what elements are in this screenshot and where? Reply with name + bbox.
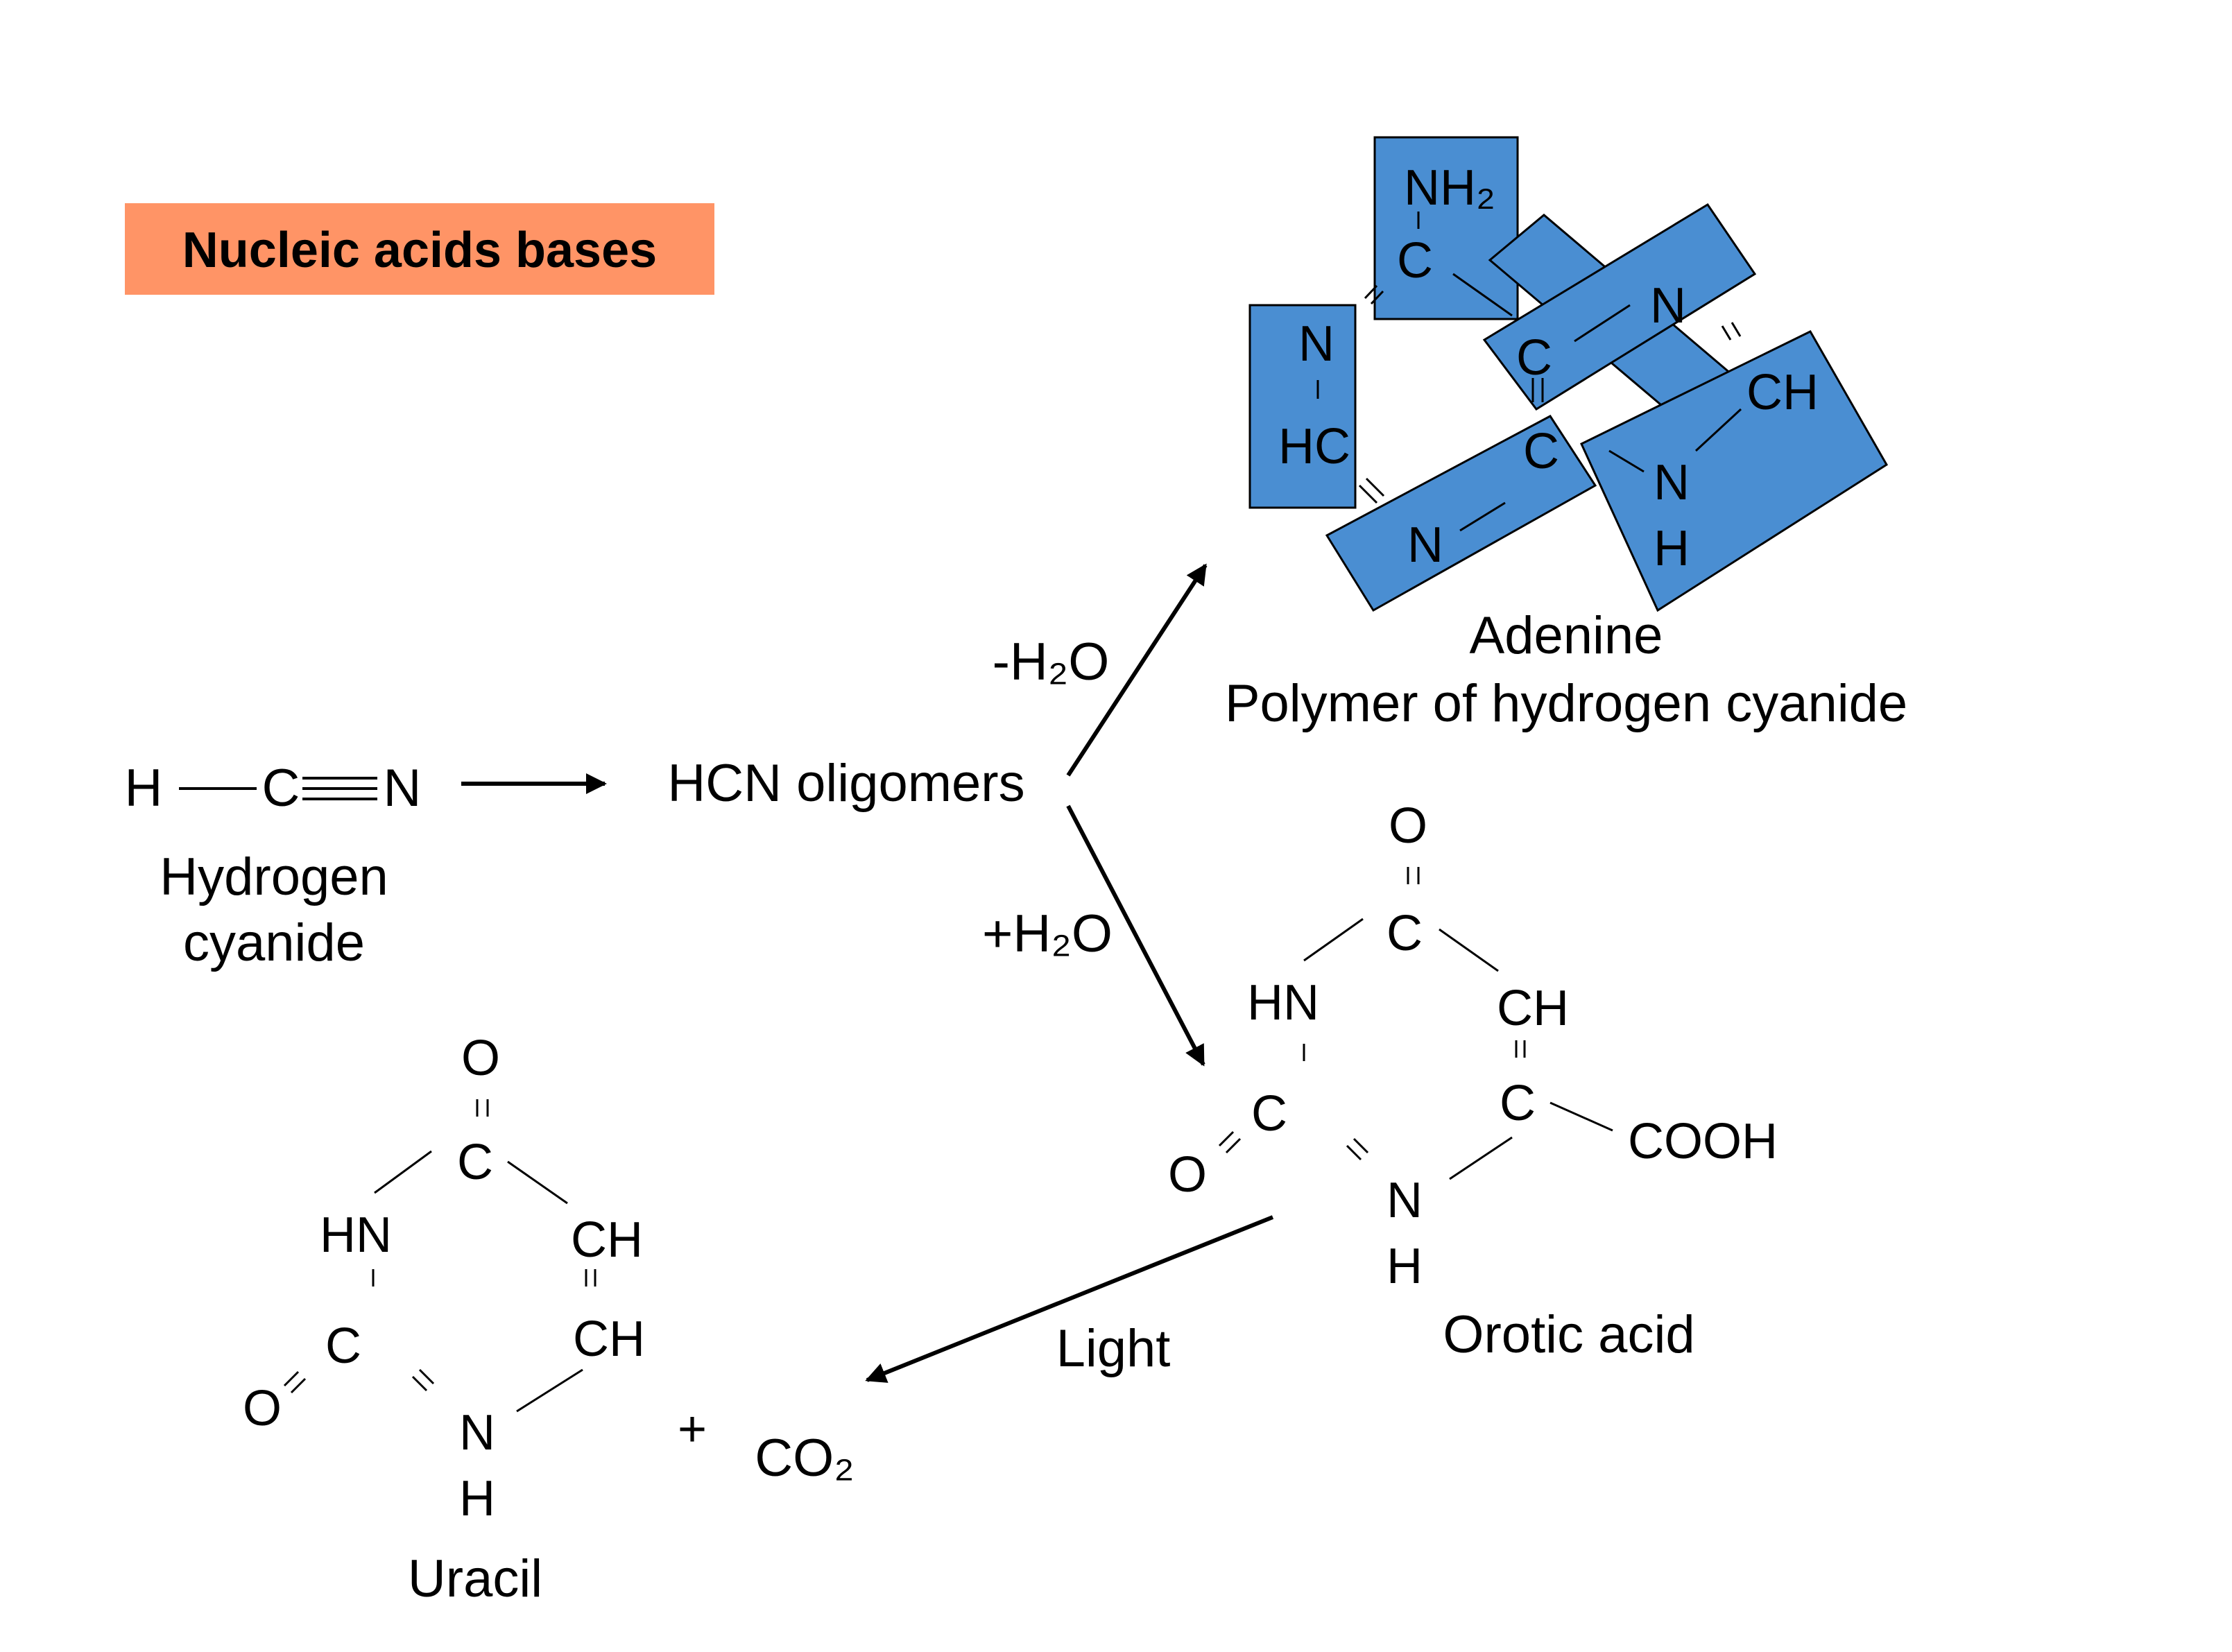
orotic-atom-h: H bbox=[1387, 1239, 1423, 1294]
slide-title: Nucleic acids bases bbox=[182, 223, 657, 278]
light-label: Light bbox=[1056, 1319, 1171, 1378]
adenine-atom-c-mid: C bbox=[1516, 330, 1552, 386]
arrow-to-orotic-acid bbox=[1066, 805, 1205, 1067]
orotic-atom-n: N bbox=[1387, 1173, 1423, 1228]
uracil-name: Uracil bbox=[408, 1549, 542, 1608]
hcn-atom-n: N bbox=[384, 759, 422, 818]
uracil-atom-ch-top: CH bbox=[571, 1212, 643, 1268]
hydrogen-cyanide: H C N Hydrogen cyanide bbox=[125, 759, 422, 972]
adenine-box-c-n-lower bbox=[1325, 415, 1597, 612]
uracil-atom-c-top: C bbox=[457, 1135, 493, 1190]
title-box: Nucleic acids bases bbox=[125, 203, 714, 295]
arrow-to-uracil bbox=[865, 1215, 1274, 1383]
adenine-atom-n-bottom: N bbox=[1407, 517, 1443, 573]
adenine-subtitle: Polymer of hydrogen cyanide bbox=[1225, 674, 1907, 733]
adenine: NH₂ C N HC C N CH C N N H Adenine Polyme… bbox=[1225, 136, 1907, 733]
adenine-atom-c-top: C bbox=[1397, 233, 1433, 289]
adenine-box-n-ch bbox=[1580, 330, 1889, 612]
orotic-atom-c-left: C bbox=[1251, 1086, 1287, 1142]
adenine-box-n-hc bbox=[1248, 304, 1357, 509]
orotic-atom-ch: CH bbox=[1497, 981, 1569, 1036]
arrow-to-adenine bbox=[1066, 563, 1208, 777]
carbon-dioxide: CO₂ bbox=[755, 1429, 855, 1488]
uracil-atom-o-top: O bbox=[461, 1031, 500, 1086]
adenine-box-nh2 bbox=[1373, 136, 1519, 320]
hcn-atom-c: C bbox=[262, 759, 300, 818]
uracil-atom-hn: HN bbox=[320, 1207, 392, 1263]
orotic-acid: O C HN CH C C COOH O N H Orotic acid bbox=[1168, 798, 1778, 1364]
uracil: O C HN CH CH C O N H Uracil bbox=[243, 1031, 645, 1608]
hcn-name-line2: cyanide bbox=[183, 913, 365, 972]
hcn-triple-bond bbox=[302, 777, 377, 800]
adenine-atom-hc: HC bbox=[1278, 419, 1350, 474]
orotic-atom-o-top: O bbox=[1389, 798, 1427, 854]
orotic-acid-atoms: O C HN CH C C COOH O N H bbox=[1168, 798, 1778, 1294]
adenine-atom-c-center: C bbox=[1523, 424, 1559, 479]
adenine-atom-n-h: N bbox=[1654, 455, 1690, 510]
uracil-atom-ch-bottom: CH bbox=[573, 1311, 645, 1367]
title-background bbox=[125, 203, 714, 295]
uracil-atom-o-left: O bbox=[243, 1381, 282, 1436]
hydration-label: +H₂O bbox=[982, 904, 1113, 963]
adenine-atom-n-right: N bbox=[1650, 278, 1686, 334]
adenine-bonds bbox=[1316, 212, 1742, 532]
uracil-atom-c-left: C bbox=[325, 1318, 361, 1374]
orotic-acid-name: Orotic acid bbox=[1443, 1305, 1694, 1364]
adenine-atom-h: H bbox=[1654, 521, 1690, 576]
dehydration-label: -H₂O bbox=[993, 633, 1110, 691]
adenine-name: Adenine bbox=[1470, 606, 1663, 665]
orotic-atom-cooh: COOH bbox=[1628, 1114, 1778, 1169]
hcn-name-line1: Hydrogen bbox=[160, 847, 388, 906]
plus-sign: + bbox=[678, 1402, 707, 1457]
uracil-atom-h: H bbox=[459, 1471, 495, 1526]
adenine-atom-n-left: N bbox=[1298, 316, 1334, 372]
uracil-bonds bbox=[283, 1099, 596, 1413]
adenine-atoms: NH₂ C N HC C N CH C N N H bbox=[1278, 160, 1819, 576]
adenine-atom-ch: CH bbox=[1746, 365, 1819, 420]
orotic-acid-bonds bbox=[1218, 867, 1613, 1180]
hcn-oligomers-label: HCN oligomers bbox=[667, 754, 1024, 813]
orotic-atom-c-top: C bbox=[1387, 906, 1423, 961]
adenine-box-c-n-upper-fill bbox=[1482, 203, 1757, 411]
orotic-atom-c-right: C bbox=[1500, 1076, 1536, 1131]
hcn-atom-h: H bbox=[125, 759, 163, 818]
orotic-atom-o-left: O bbox=[1168, 1147, 1207, 1203]
adenine-atom-nh2: NH₂ bbox=[1404, 160, 1495, 216]
uracil-atoms: O C HN CH CH C O N H bbox=[243, 1031, 645, 1526]
orotic-atom-hn: HN bbox=[1247, 975, 1319, 1031]
uracil-atom-n: N bbox=[459, 1405, 495, 1461]
